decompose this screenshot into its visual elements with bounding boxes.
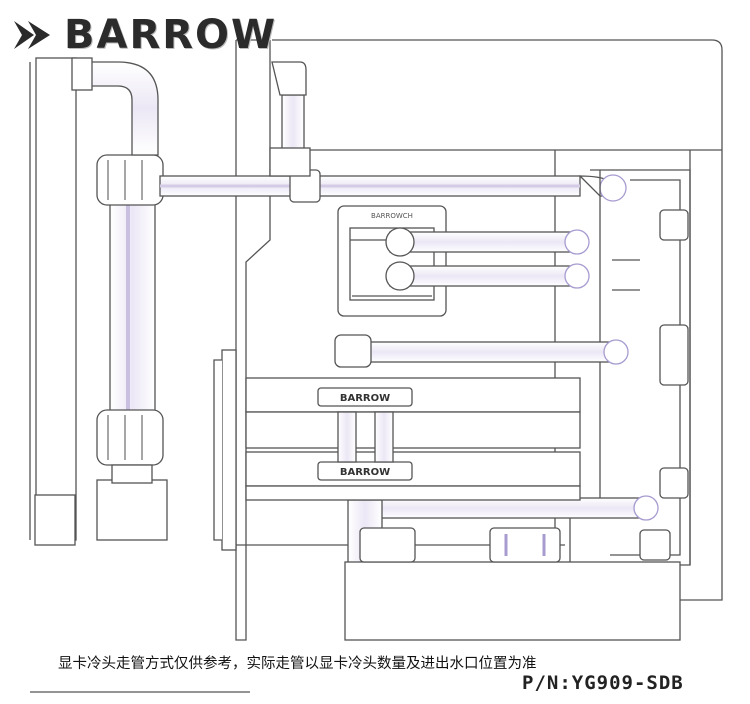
tubes-cpu xyxy=(385,227,590,291)
case-frame xyxy=(272,39,723,601)
left-panel-lower-block xyxy=(34,494,76,546)
cpu-block-label: BARROWCH xyxy=(371,212,413,220)
pump-body xyxy=(96,479,168,541)
gpu-2: BARROW xyxy=(245,451,581,501)
reservoir-top-cap xyxy=(96,154,164,206)
reservoir xyxy=(96,154,168,541)
tube-top-riser xyxy=(269,61,311,177)
pcie-bracket xyxy=(213,349,237,551)
left-side-panel xyxy=(35,57,77,541)
bottom-radiator xyxy=(344,527,681,641)
gpu-block-label-2: BARROW xyxy=(340,467,390,478)
reservoir-tube xyxy=(109,199,156,416)
tube-reservoir-top xyxy=(71,57,159,156)
brand-logo: BARROW xyxy=(12,10,277,60)
distro-fittings xyxy=(639,209,689,561)
gpu-block-label-1: BARROW xyxy=(340,393,390,404)
part-number: P/N:YG909-SDB xyxy=(522,672,684,694)
tube-top-horizontal xyxy=(159,169,627,203)
brand-name: BARROW xyxy=(64,12,278,58)
tubes-gpu xyxy=(334,334,659,571)
cpu-water-block: BARROWCH xyxy=(337,205,447,317)
gpu-bridge xyxy=(337,411,394,463)
gpu-1: BARROW xyxy=(245,377,581,449)
motherboard-tray xyxy=(235,40,271,641)
routing-note: 显卡冷头走管方式仅供参考，实际走管以显卡冷头数量及进出水口位置为准 xyxy=(58,656,537,672)
barrow-logo-arrow-icon xyxy=(14,21,50,49)
reservoir-bottom-cap xyxy=(96,409,164,466)
